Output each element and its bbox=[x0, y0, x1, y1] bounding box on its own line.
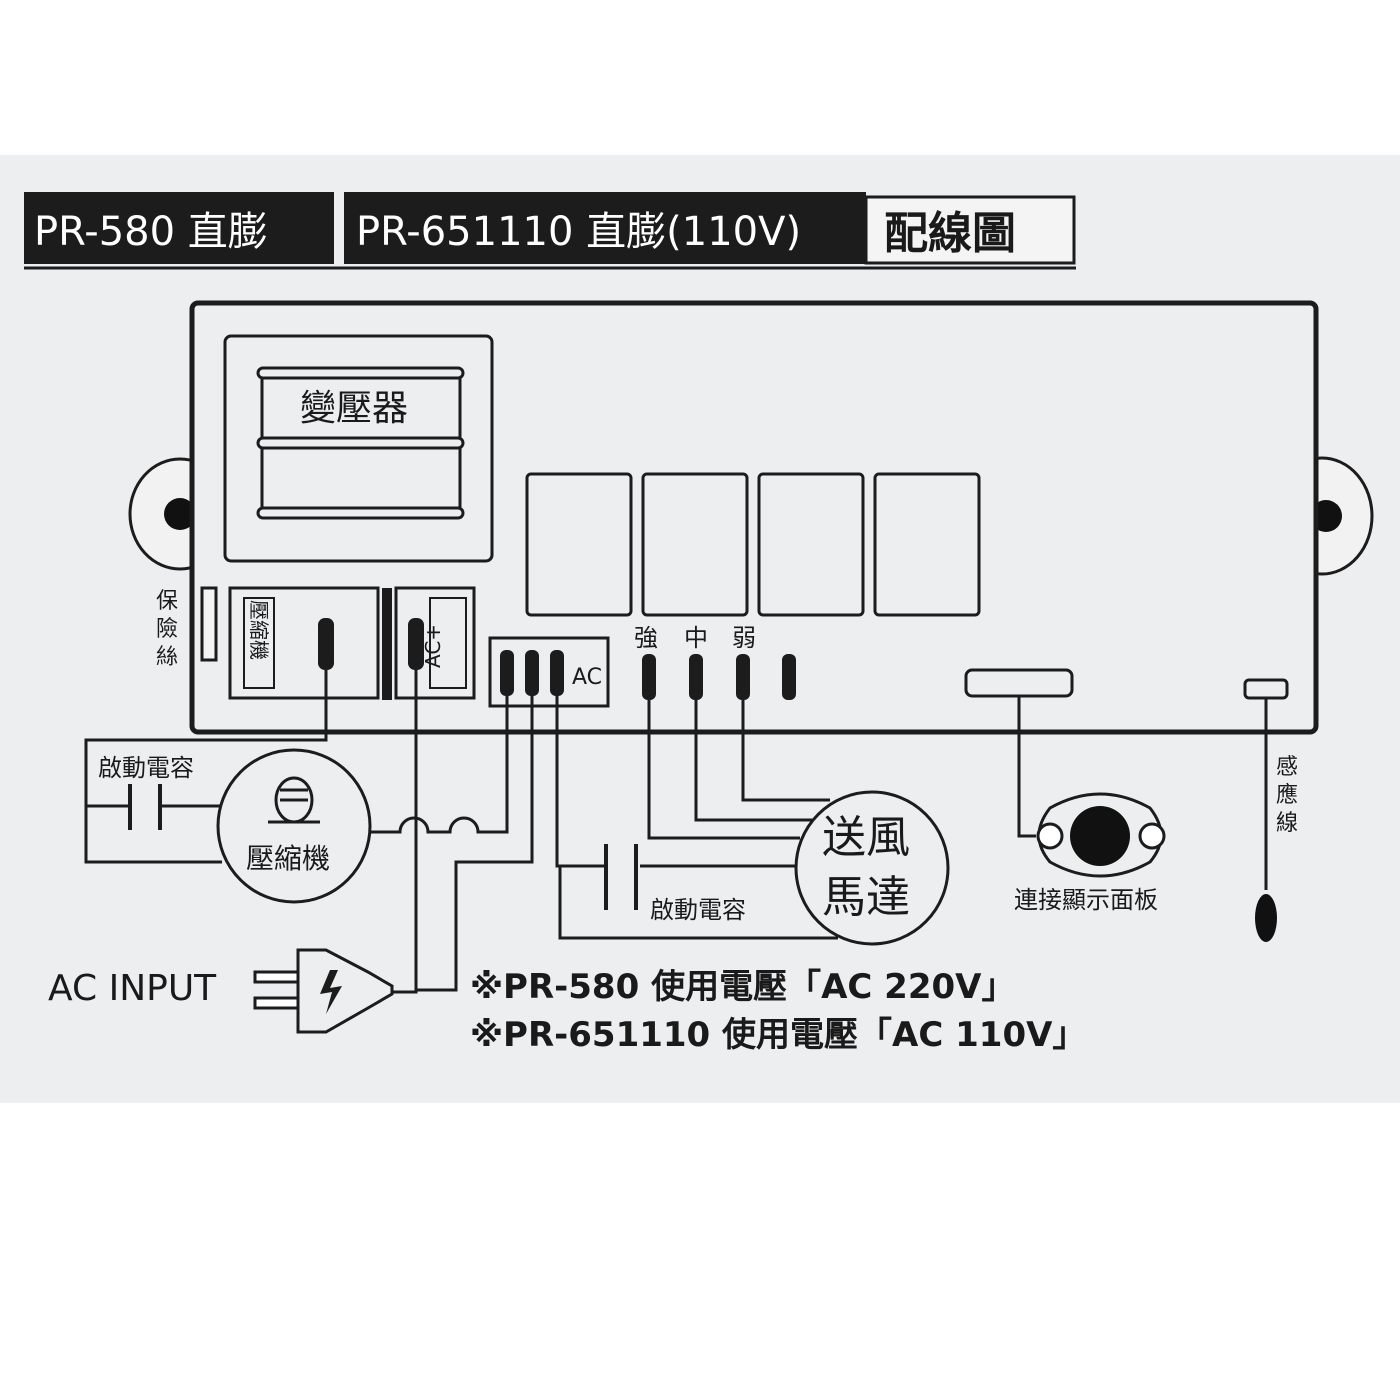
sensor-label-3: 線 bbox=[1276, 811, 1298, 836]
sensor: 感 應 線 bbox=[1255, 755, 1298, 942]
compressor-label: 壓縮機 bbox=[246, 842, 330, 875]
lightning-icon bbox=[320, 970, 342, 1014]
terminal-ac-plus bbox=[408, 618, 424, 670]
terminal-ac-1 bbox=[500, 650, 514, 696]
fan-motor: 送風 馬達 bbox=[794, 790, 950, 946]
relay-2 bbox=[641, 472, 749, 617]
fuse-label-3: 絲 bbox=[156, 645, 178, 670]
note-2: ※PR-651110 使用電壓「AC 110V」 bbox=[470, 1015, 1086, 1055]
transformer: 變壓器 bbox=[223, 334, 494, 563]
start-capacitor-2-label: 啟動電容 bbox=[650, 896, 746, 924]
transformer-label: 變壓器 bbox=[300, 388, 408, 429]
fuse-label-2: 險 bbox=[156, 617, 178, 642]
sensor-label-2: 應 bbox=[1276, 782, 1298, 808]
fan-speed-terminals: 強 中 弱 bbox=[634, 624, 796, 700]
ac-terminal-block: AC bbox=[488, 636, 610, 708]
ac-plus-terminal-block: AC+ bbox=[394, 586, 476, 700]
display-panel: 連接顯示面板 bbox=[1014, 792, 1166, 914]
fuse: 保 險 絲 bbox=[156, 586, 218, 670]
terminal-ac-3 bbox=[550, 650, 564, 696]
relay-4 bbox=[873, 472, 981, 617]
sensor-probe bbox=[1255, 894, 1277, 942]
compressor: 壓縮機 bbox=[216, 748, 372, 904]
terminal-spare bbox=[782, 654, 796, 700]
speed-low-label: 弱 bbox=[732, 624, 756, 652]
start-capacitor-2: 啟動電容 bbox=[604, 844, 746, 924]
terminal-mid bbox=[689, 654, 703, 700]
speed-mid-label: 中 bbox=[684, 624, 708, 652]
speed-high-label: 強 bbox=[634, 624, 658, 652]
wires bbox=[84, 670, 1268, 994]
terminal-ac-2 bbox=[525, 650, 539, 696]
relay-1 bbox=[525, 472, 633, 617]
start-capacitor-1-label: 啟動電容 bbox=[98, 754, 194, 782]
relays bbox=[525, 472, 981, 617]
ac-input-label: AC INPUT bbox=[48, 968, 217, 1009]
ac-label: AC bbox=[572, 665, 602, 690]
fuse-label-1: 保 bbox=[156, 589, 178, 614]
terminal-low bbox=[736, 654, 750, 700]
display-panel-label: 連接顯示面板 bbox=[1014, 886, 1158, 914]
fan-motor-label-1: 送風 bbox=[822, 812, 910, 863]
header-model-2: PR-651110 直膨(110V) bbox=[356, 209, 801, 255]
compressor-terminal-label: 壓縮機 bbox=[247, 600, 271, 660]
fan-motor-label-2: 馬達 bbox=[822, 872, 910, 923]
note-1: ※PR-580 使用電壓「AC 220V」 bbox=[470, 967, 1015, 1007]
terminal-compressor bbox=[318, 618, 334, 670]
start-capacitor-1: 啟動電容 bbox=[98, 754, 194, 830]
header-title: 配線圖 bbox=[884, 208, 1016, 259]
ac-input-plug: AC INPUT bbox=[48, 948, 394, 1034]
relay-3 bbox=[757, 472, 865, 617]
header-model-1: PR-580 直膨 bbox=[34, 209, 268, 255]
ac-plus-label: AC+ bbox=[421, 624, 445, 668]
header-bar: PR-580 直膨 PR-651110 直膨(110V) 配線圖 bbox=[24, 192, 1076, 270]
sensor-label-1: 感 bbox=[1276, 755, 1298, 780]
compressor-terminal-block: 壓縮機 bbox=[228, 586, 392, 700]
terminal-high bbox=[642, 654, 656, 700]
